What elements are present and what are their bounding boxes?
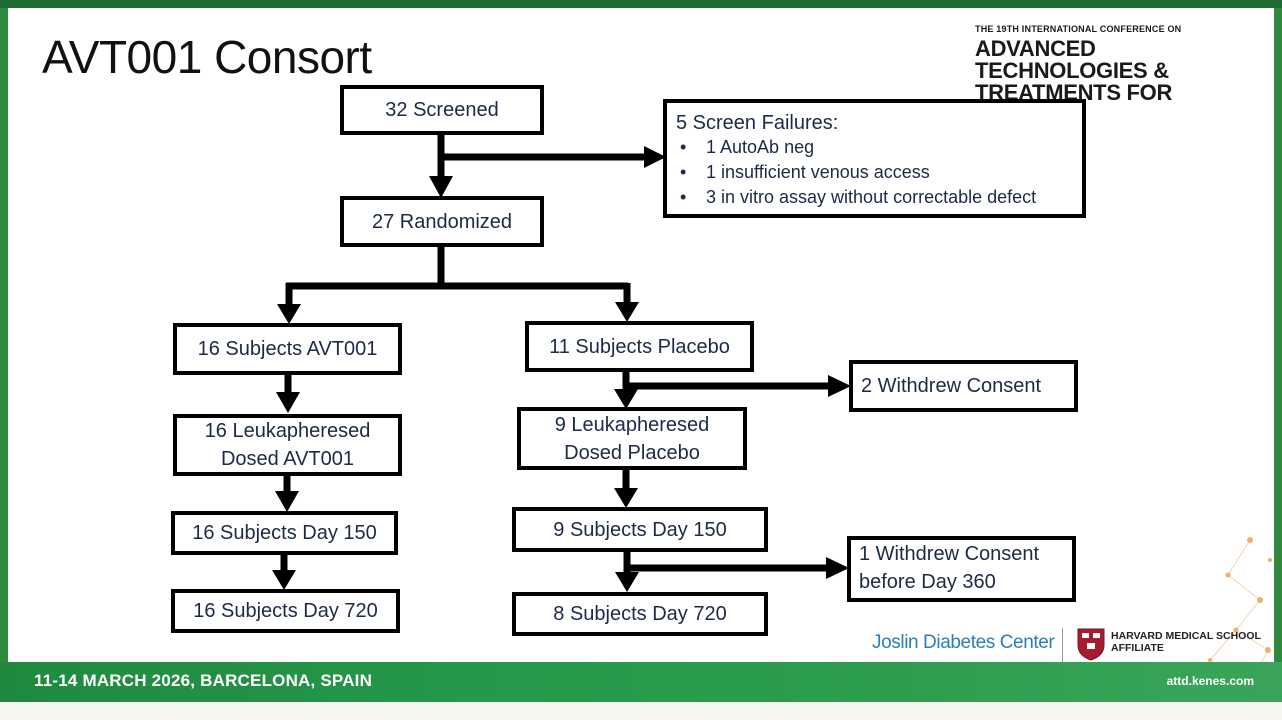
arrowhead-avt-day720 <box>272 570 296 590</box>
arrowhead-placebo-subjects <box>615 302 639 322</box>
box-placebo-subjects-text: 11 Subjects Placebo <box>549 335 730 358</box>
bottom-strip <box>0 702 1282 720</box>
conference-name-line1: ADVANCED TECHNOLOGIES & <box>975 36 1169 83</box>
arrowhead-avt-dosed <box>276 392 300 413</box>
hms-line2: AFFILIATE <box>1111 642 1164 654</box>
arrowhead-placebo-day150 <box>614 488 638 508</box>
screen-failure-item: 1 insufficient venous access <box>676 160 1082 185</box>
arrowhead-placebo-day720 <box>615 572 639 592</box>
box-avt-day150-text: 16 Subjects Day 150 <box>192 522 377 544</box>
box-placebo-day150: 9 Subjects Day 150 <box>512 507 768 552</box>
box-placebo-dosed: 9 Leukapheresed Dosed Placebo <box>517 407 747 470</box>
arrowhead-withdrew1 <box>828 375 851 397</box>
logo-divider <box>1062 628 1063 662</box>
box-avt-subjects: 16 Subjects AVT001 <box>173 323 402 375</box>
box-randomized-text: 27 Randomized <box>371 210 513 233</box>
box-avt-day720-text: 16 Subjects Day 720 <box>193 600 378 622</box>
conference-superscript-line: THE 19TH INTERNATIONAL CONFERENCE ON <box>975 24 1182 34</box>
box-screened: 32 Screened <box>340 85 544 135</box>
arrowhead-avt-subjects <box>277 304 301 324</box>
arrowhead-randomized <box>429 176 453 198</box>
box-screen-failures: 5 Screen Failures: 1 AutoAb neg 1 insuff… <box>663 99 1086 218</box>
arrowhead-screen-failures <box>644 146 666 168</box>
right-edge <box>1274 8 1282 662</box>
box-avt-day150: 16 Subjects Day 150 <box>171 511 398 555</box>
arrowhead-avt-day150 <box>275 491 299 512</box>
conference-url: attd.kenes.com <box>1166 674 1254 688</box>
slide-title: AVT001 Consort <box>42 31 372 83</box>
box-avt-dosed: 16 Leukapheresed Dosed AVT001 <box>173 414 402 476</box>
box-screened-text: 32 Screened <box>385 99 499 121</box>
joslin-logo: Joslin Diabetes Center <box>872 632 1055 653</box>
box-avt-dosed-line1: 16 Leukapheresed <box>204 420 371 442</box>
arrowhead-placebo-dosed <box>614 389 638 409</box>
top-strip <box>0 0 1282 8</box>
harvard-shield-icon <box>1077 628 1105 661</box>
box-placebo-dosed-line1: 9 Leukapheresed <box>554 413 710 436</box>
box-avt-subjects-text: 16 Subjects AVT001 <box>197 338 378 360</box>
box-placebo-withdrew2: 1 Withdrew Consent before Day 360 <box>847 536 1076 602</box>
box-placebo-subjects: 11 Subjects Placebo <box>525 321 754 372</box>
box-placebo-day720: 8 Subjects Day 720 <box>512 592 768 636</box>
box-placebo-day150-text: 9 Subjects Day 150 <box>553 518 727 541</box>
left-edge <box>0 8 8 662</box>
box-placebo-day720-text: 8 Subjects Day 720 <box>553 603 727 625</box>
box-placebo-dosed-line2: Dosed Placebo <box>564 441 700 464</box>
footer-bar <box>0 662 1282 702</box>
screen-failure-item: 3 in vitro assay without correctable def… <box>676 185 1082 210</box>
screen-failures-list: 1 AutoAb neg 1 insufficient venous acces… <box>676 135 1082 210</box>
box-placebo-withdrew1: 2 Withdrew Consent <box>849 360 1078 412</box>
arrowhead-withdrew2 <box>826 557 849 579</box>
screen-failures-heading: 5 Screen Failures: <box>676 112 839 134</box>
box-placebo-withdrew1-text: 2 Withdrew Consent <box>861 375 1042 397</box>
conference-dates: 11-14 MARCH 2026, BARCELONA, SPAIN <box>34 671 373 690</box>
box-randomized: 27 Randomized <box>340 196 544 247</box>
box-placebo-withdrew2-line1: 1 Withdrew Consent <box>859 543 1040 565</box>
hms-affiliate-text: HARVARD MEDICAL SCHOOL AFFILIATE <box>1111 630 1261 654</box>
hms-line1: HARVARD MEDICAL SCHOOL <box>1111 630 1261 642</box>
box-avt-dosed-line2: Dosed AVT001 <box>220 448 355 470</box>
box-placebo-withdrew2-line2: before Day 360 <box>859 571 996 593</box>
screen-failure-item: 1 AutoAb neg <box>676 135 1082 160</box>
box-avt-day720: 16 Subjects Day 720 <box>171 589 400 633</box>
